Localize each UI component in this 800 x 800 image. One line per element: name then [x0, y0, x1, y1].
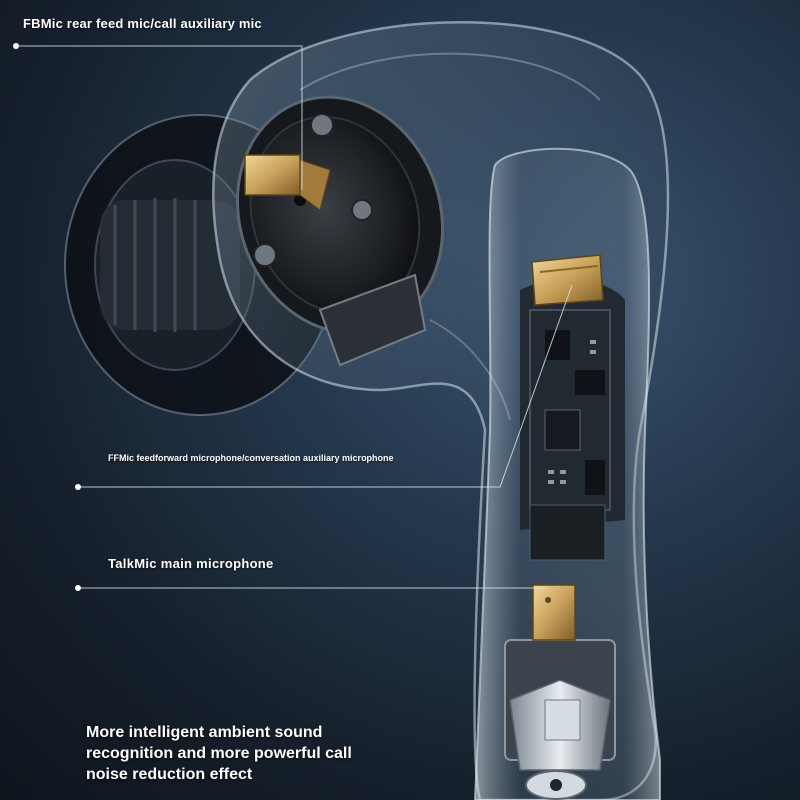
callout-line-ff — [78, 284, 573, 488]
callout-dot-fb — [13, 43, 19, 49]
gold-mic-contact-ff — [531, 254, 604, 306]
tagline: More intelligent ambient sound recogniti… — [86, 724, 352, 783]
talkmic-label: TalkMic main microphone — [108, 556, 274, 571]
ffmic-label: FFMic feedforward microphone/conversatio… — [108, 453, 394, 463]
fbmic-label: FBMic rear feed mic/call auxiliary mic — [23, 16, 262, 31]
bottom-connector — [504, 639, 616, 800]
gold-mic-contact-talk — [532, 584, 576, 641]
gold-mic-contact-fb — [244, 154, 331, 211]
callout-line-fb — [16, 45, 303, 190]
callout-dot-ff — [75, 484, 81, 490]
circuit-board — [520, 279, 625, 561]
callout-dot-talk — [75, 585, 81, 591]
